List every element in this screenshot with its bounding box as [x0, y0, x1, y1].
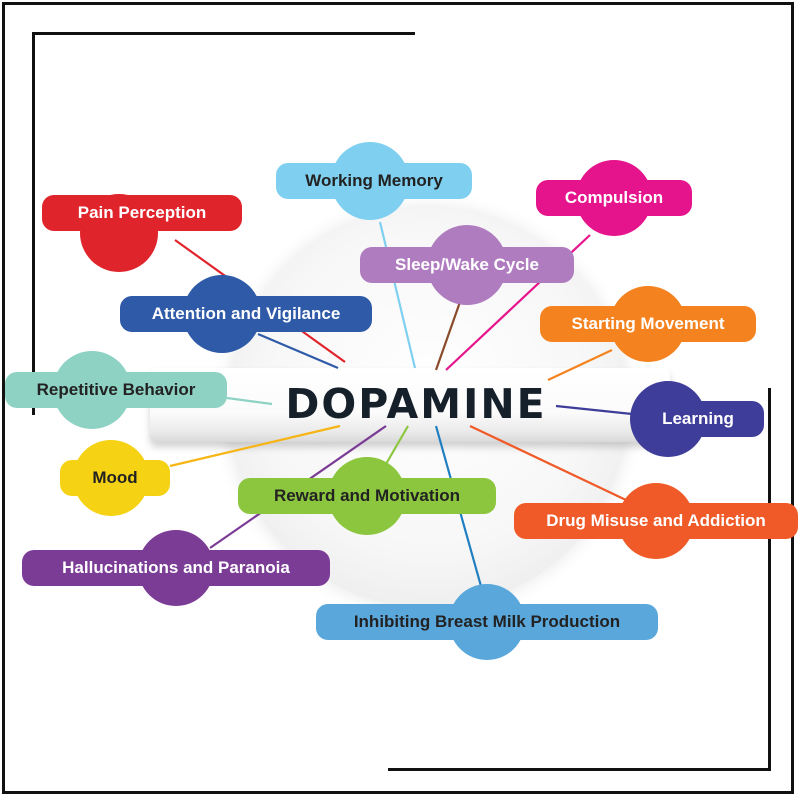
connector-learning	[555, 404, 633, 416]
node-label-sleep-wake-cycle: Sleep/Wake Cycle	[360, 247, 574, 283]
node-label-mood: Mood	[60, 460, 170, 496]
node-label-learning: Learning	[632, 401, 764, 437]
node-label-working-memory: Working Memory	[276, 163, 472, 199]
center-title: DOPAMINE	[285, 380, 547, 428]
node-label-pain-perception: Pain Perception	[42, 195, 242, 231]
node-label-drug-misuse-and-addiction: Drug Misuse and Addiction	[514, 503, 798, 539]
frame-corner-bottom-right	[388, 388, 771, 771]
node-label-hallucinations-and-paranoia: Hallucinations and Paranoia	[22, 550, 330, 586]
node-label-compulsion: Compulsion	[536, 180, 692, 216]
connector-reward-and-motivation	[385, 425, 409, 465]
connector-inhibiting-breast-milk-production	[434, 425, 488, 605]
node-label-starting-movement: Starting Movement	[540, 306, 756, 342]
connector-mood	[169, 424, 341, 468]
node-label-reward-and-motivation: Reward and Motivation	[238, 478, 496, 514]
center-band	[150, 368, 670, 442]
node-label-attention-and-vigilance: Attention and Vigilance	[120, 296, 372, 332]
connector-drug-misuse-and-addiction	[469, 425, 627, 501]
connector-sleep-wake-cycle	[434, 301, 462, 371]
connector-working-memory	[378, 221, 417, 369]
connector-starting-movement	[547, 349, 613, 381]
node-label-repetitive-behavior: Repetitive Behavior	[5, 372, 227, 408]
connector-repetitive-behavior	[226, 396, 273, 406]
frame-corner-top-left	[32, 32, 415, 415]
node-label-inhibiting-breast-milk-production: Inhibiting Breast Milk Production	[316, 604, 658, 640]
connector-attention-and-vigilance	[257, 332, 339, 370]
